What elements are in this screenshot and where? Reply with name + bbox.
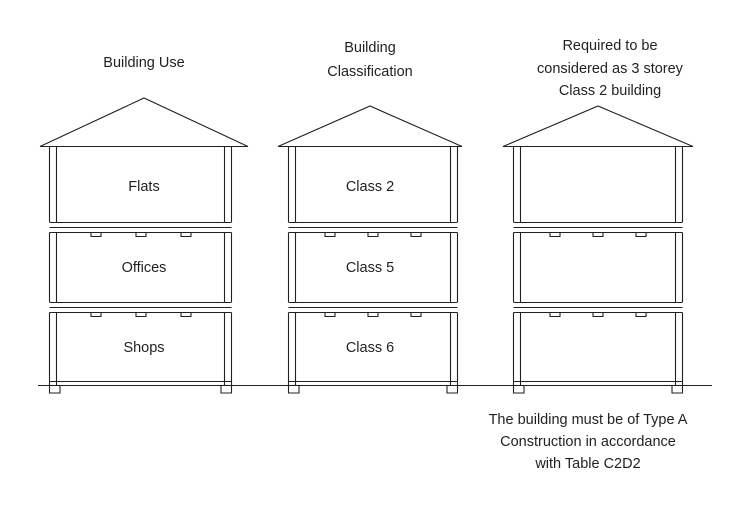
heading-required-classification: Required to be considered as 3 storey Cl…	[537, 38, 684, 99]
roof	[39, 97, 249, 148]
heading-line: Building	[344, 40, 396, 56]
floor-slab-upper	[288, 221, 458, 238]
storey-label: Shops	[123, 340, 164, 356]
storey-middle: Class 5	[287, 232, 459, 302]
storey-bottom: Shops	[48, 312, 233, 385]
floor-slab-lower	[288, 301, 458, 318]
footnote: The building must be of Type A Construct…	[489, 412, 688, 472]
storey-label: Class 2	[346, 179, 394, 195]
floor-slab-upper	[513, 221, 683, 238]
heading-line: Class 2 building	[559, 83, 661, 99]
storey-bottom	[512, 312, 684, 385]
storey-label: Offices	[122, 260, 167, 276]
footings	[287, 385, 459, 394]
footnote-line: The building must be of Type A	[489, 412, 688, 428]
building-section-building-classification: Class 2 Class 5	[277, 105, 463, 394]
roof	[502, 105, 694, 148]
footnote-line: Construction in accordance	[500, 434, 676, 450]
heading-building-use: Building Use	[103, 55, 184, 71]
heading-building-classification: Building Classification	[327, 40, 412, 80]
building-section-required-classification	[502, 105, 694, 394]
storey-bottom: Class 6	[287, 312, 459, 385]
footnote-line: with Table C2D2	[534, 456, 640, 472]
floor-slab-upper	[49, 221, 232, 238]
building-section-building-use: Flats Offices	[39, 97, 249, 394]
storey-middle: Offices	[48, 232, 233, 302]
roof	[277, 105, 463, 148]
storey-label: Flats	[128, 179, 159, 195]
floor-slab-lower	[49, 301, 232, 318]
heading-line: Building Use	[103, 55, 184, 71]
heading-line: considered as 3 storey	[537, 61, 684, 77]
storey-top	[512, 146, 684, 222]
storey-middle	[512, 232, 684, 302]
storey-top: Class 2	[287, 146, 459, 222]
footings	[48, 385, 233, 394]
floor-slab-lower	[513, 301, 683, 318]
heading-line: Classification	[327, 64, 412, 80]
storey-top: Flats	[48, 146, 233, 222]
storey-label: Class 6	[346, 340, 394, 356]
storey-label: Class 5	[346, 260, 394, 276]
footings	[512, 385, 684, 394]
heading-line: Required to be	[562, 38, 657, 54]
